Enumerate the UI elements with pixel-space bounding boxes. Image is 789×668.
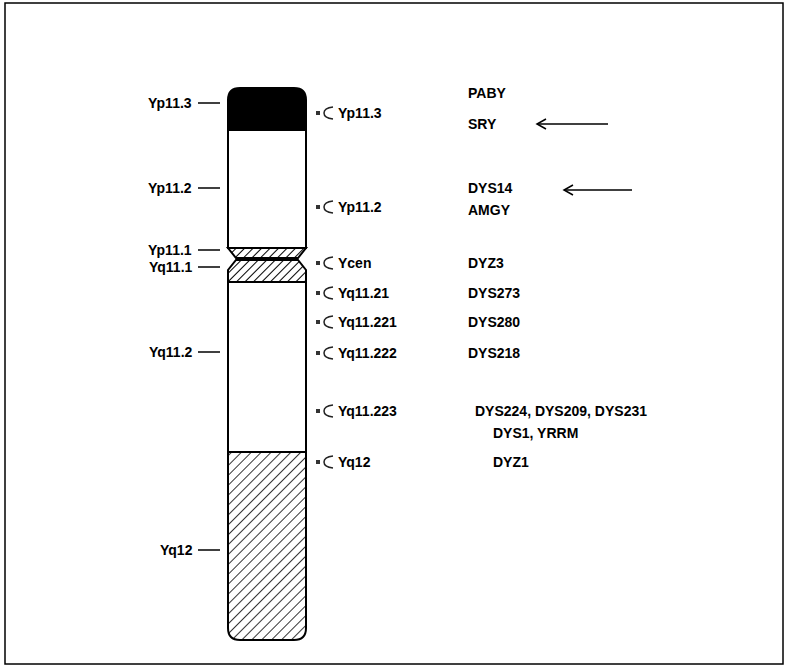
gene-label: DYZ1 <box>493 454 529 470</box>
centromere-band <box>228 260 306 282</box>
locus-label: Yq11.222 <box>338 345 397 361</box>
marker-dot <box>316 320 320 324</box>
marker-bracket <box>324 287 333 299</box>
band-label: Yp11.2 <box>148 180 192 196</box>
locus-label: Yp11.3 <box>338 105 382 121</box>
marker-bracket <box>324 201 333 213</box>
band-ticks <box>198 103 220 550</box>
locus-label: Yp11.2 <box>338 199 382 215</box>
marker-dot <box>316 261 320 265</box>
marker-dot <box>316 460 320 464</box>
locus-label: Yq11.223 <box>338 403 397 419</box>
marker-bracket <box>324 316 333 328</box>
pointer-arrows <box>537 119 632 195</box>
marker-dot <box>316 205 320 209</box>
locus-markers <box>316 107 333 468</box>
marker-bracket <box>324 347 333 359</box>
marker-bracket <box>324 456 333 468</box>
locus-label: Ycen <box>338 255 371 271</box>
band-dark <box>228 88 306 130</box>
gene-label: DYZ3 <box>468 255 504 271</box>
marker-dot <box>316 351 320 355</box>
gene-label: DYS273 <box>468 285 520 301</box>
gene-label: DYS218 <box>468 345 520 361</box>
band-white <box>228 282 306 452</box>
marker-bracket <box>324 257 333 269</box>
band-label: Yq11.1 <box>149 259 192 275</box>
frame <box>5 3 783 664</box>
band-label: Yp11.3 <box>148 95 192 111</box>
locus-label: Yq11.221 <box>338 314 397 330</box>
band-label: Yq12 <box>160 542 192 558</box>
marker-dot <box>316 409 320 413</box>
gene-label: PABY <box>468 85 506 101</box>
marker-dot <box>316 291 320 295</box>
gene-label: SRY <box>468 116 496 132</box>
band-white <box>228 130 306 248</box>
marker-bracket <box>324 107 333 119</box>
gene-label: AMGY <box>468 202 510 218</box>
gene-label: DYS224, DYS209, DYS231 <box>475 403 647 419</box>
locus-label: Yq11.21 <box>338 285 389 301</box>
gene-label: DYS14 <box>468 180 512 196</box>
centromere-band <box>228 248 306 258</box>
marker-bracket <box>324 405 333 417</box>
band-label: Yq11.2 <box>149 344 192 360</box>
gene-label: DYS280 <box>468 314 520 330</box>
marker-dot <box>316 111 320 115</box>
gene-label: DYS1, YRRM <box>493 425 578 441</box>
heterochromatin-band <box>228 452 306 640</box>
band-label: Yp11.1 <box>148 242 192 258</box>
locus-label: Yq12 <box>338 454 370 470</box>
